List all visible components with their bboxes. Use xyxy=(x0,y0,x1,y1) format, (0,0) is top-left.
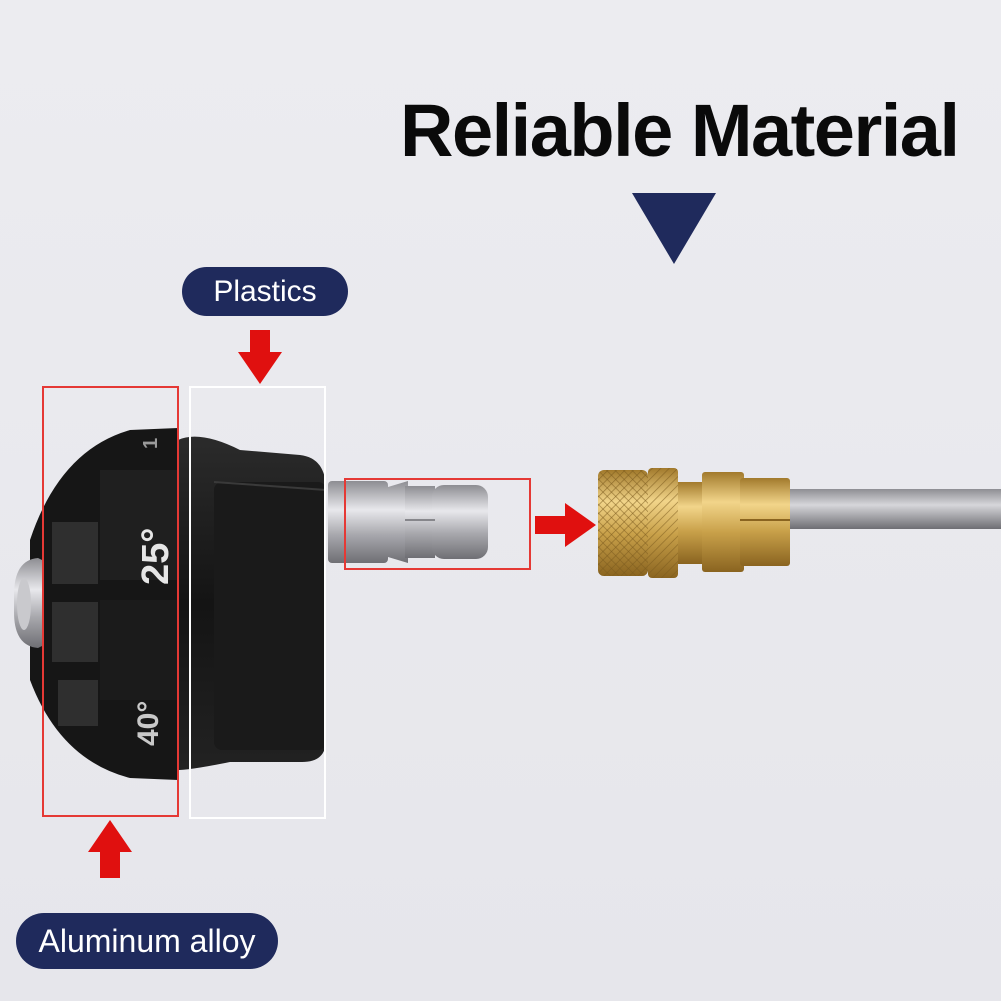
down-triangle-icon xyxy=(632,193,716,264)
aluminum-alloy-label: Aluminum alloy xyxy=(16,913,278,969)
arrow-up-icon xyxy=(88,820,132,878)
lance-rod xyxy=(780,489,1001,529)
arrow-down-icon xyxy=(238,330,282,384)
arrow-right-icon xyxy=(535,503,596,547)
nozzle-plastic-housing xyxy=(178,436,327,770)
nozzle-rotating-head xyxy=(14,428,178,780)
plastics-label: Plastics xyxy=(182,267,348,316)
marking-40: 40° xyxy=(132,701,165,746)
headline: Reliable Material xyxy=(400,89,960,172)
plastic-outline xyxy=(189,386,326,819)
aluminum-outline xyxy=(42,386,179,817)
plug-outline xyxy=(344,478,531,570)
brass-quick-coupler xyxy=(598,468,790,578)
marking-25: 25° xyxy=(135,528,177,585)
marking-edge: 1 xyxy=(140,438,162,449)
steel-plug xyxy=(328,481,488,563)
